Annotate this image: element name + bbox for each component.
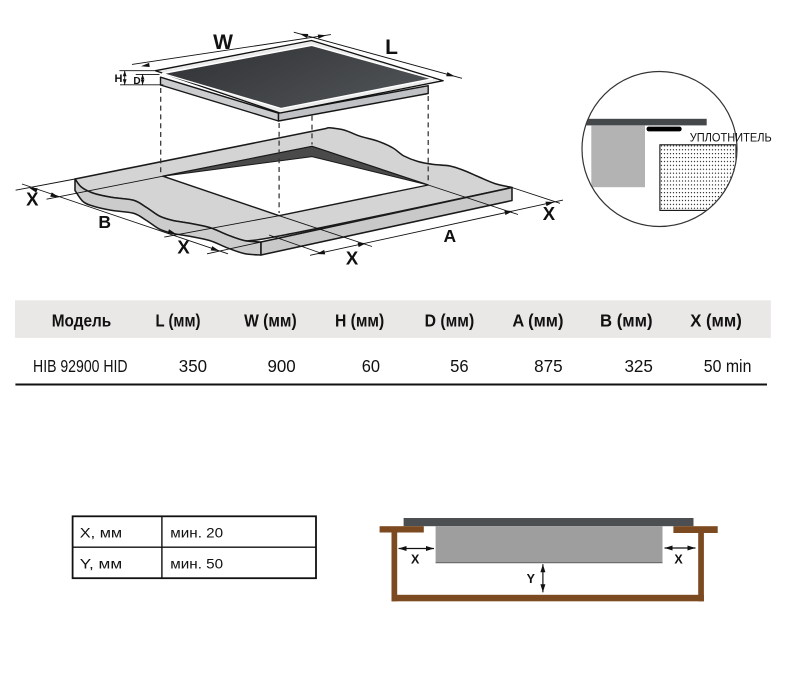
svg-text:мин. 20: мин. 20 bbox=[170, 524, 223, 540]
svg-text:X: X bbox=[177, 237, 190, 258]
svg-text:56: 56 bbox=[450, 356, 469, 376]
svg-text:HIB 92900 HID: HIB 92900 HID bbox=[33, 356, 128, 376]
svg-text:X: X bbox=[543, 203, 556, 224]
svg-text:B (мм): B (мм) bbox=[600, 310, 653, 330]
svg-text:B: B bbox=[98, 212, 111, 232]
svg-text:Модель: Модель bbox=[52, 310, 112, 330]
svg-text:X (мм): X (мм) bbox=[690, 310, 742, 330]
svg-text:60: 60 bbox=[362, 356, 381, 376]
svg-text:УПЛОТНИТЕЛЬ: УПЛОТНИТЕЛЬ bbox=[690, 131, 772, 145]
svg-text:A: A bbox=[443, 226, 456, 246]
svg-text:D (мм): D (мм) bbox=[425, 310, 475, 330]
svg-text:W: W bbox=[213, 31, 233, 54]
svg-text:875: 875 bbox=[534, 356, 563, 376]
svg-text:350: 350 bbox=[179, 356, 207, 376]
svg-text:900: 900 bbox=[268, 356, 296, 376]
svg-text:Y, мм: Y, мм bbox=[80, 555, 122, 571]
svg-text:L: L bbox=[385, 36, 398, 59]
svg-text:W (мм): W (мм) bbox=[244, 310, 297, 330]
svg-text:H (мм): H (мм) bbox=[335, 310, 384, 330]
svg-text:50 min: 50 min bbox=[704, 356, 752, 376]
svg-text:325: 325 bbox=[624, 356, 653, 376]
svg-text:X: X bbox=[411, 553, 420, 567]
svg-text:X: X bbox=[674, 553, 683, 567]
svg-text:H: H bbox=[115, 73, 123, 85]
svg-text:X: X bbox=[26, 188, 39, 209]
svg-text:X, мм: X, мм bbox=[80, 524, 122, 540]
svg-text:Y: Y bbox=[527, 572, 536, 586]
svg-text:X: X bbox=[346, 247, 359, 268]
svg-text:D: D bbox=[133, 76, 140, 87]
svg-text:мин. 50: мин. 50 bbox=[170, 555, 223, 571]
svg-text:L (мм): L (мм) bbox=[155, 310, 200, 330]
svg-text:A (мм): A (мм) bbox=[512, 310, 563, 330]
